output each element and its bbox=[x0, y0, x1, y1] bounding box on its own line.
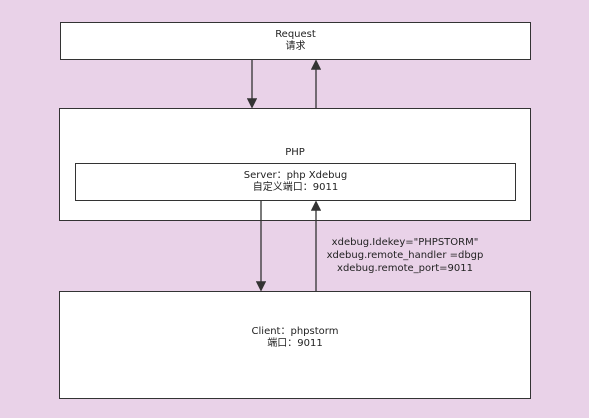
config-idekey: xdebug.Idekey="PHPSTORM" bbox=[331, 237, 479, 248]
client-name: Client：phpstorm bbox=[251, 326, 339, 337]
request-subtitle: 请求 bbox=[285, 41, 306, 52]
server-box: Server：php Xdebug 自定义端口：9011 bbox=[75, 163, 516, 201]
config-remote-handler: xdebug.remote_handler =dbgp bbox=[326, 250, 484, 261]
client-port: 端口：9011 bbox=[267, 338, 323, 349]
request-box: Request 请求 bbox=[60, 22, 531, 60]
request-title: Request bbox=[275, 29, 316, 40]
client-box: Client：phpstorm 端口：9011 bbox=[59, 291, 531, 399]
php-title: PHP bbox=[285, 147, 305, 158]
server-port: 自定义端口：9011 bbox=[252, 182, 339, 193]
server-name: Server：php Xdebug bbox=[243, 170, 348, 181]
xdebug-config-note: xdebug.Idekey="PHPSTORM" xdebug.remote_h… bbox=[320, 236, 490, 275]
config-remote-port: xdebug.remote_port=9011 bbox=[337, 263, 473, 274]
